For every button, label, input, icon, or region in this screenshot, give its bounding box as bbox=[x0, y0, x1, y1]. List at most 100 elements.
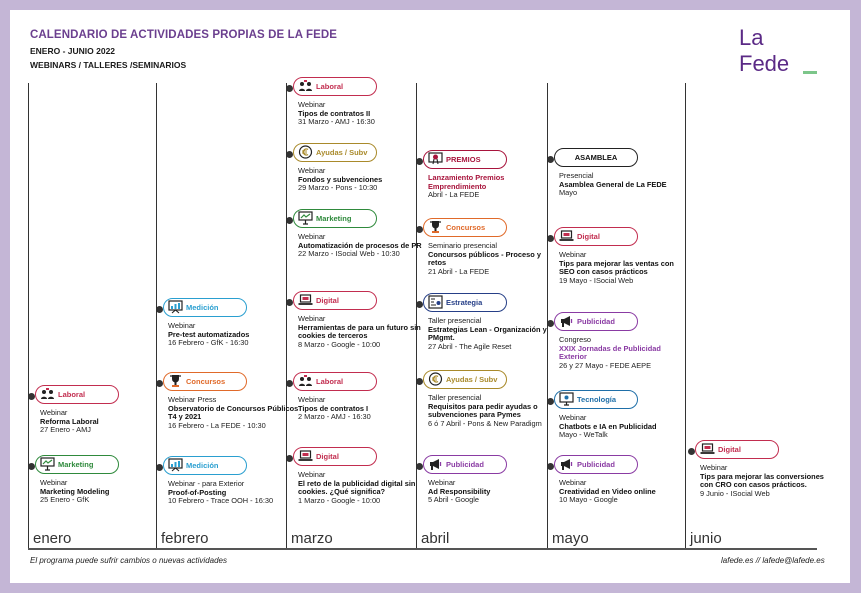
category-tag-publicidad: Publicidad bbox=[554, 312, 638, 331]
event-date-provider: 10 Mayo - Google bbox=[559, 495, 618, 505]
event-format: Webinar bbox=[559, 413, 587, 422]
chart-icon bbox=[168, 458, 183, 472]
people-icon bbox=[299, 375, 312, 386]
month-label-mayo: mayo bbox=[552, 530, 589, 547]
timeline-line-abril bbox=[416, 83, 417, 548]
contact-info[interactable]: lafede.es // lafede@lafede.es bbox=[721, 556, 825, 565]
category-label: Medición bbox=[186, 461, 219, 470]
laptop-icon bbox=[298, 450, 313, 461]
event-title: Chatbots e IA en Publicidad bbox=[559, 421, 657, 431]
category-label: Medición bbox=[186, 303, 219, 312]
category-tag-tecnologia: Tecnología bbox=[554, 390, 638, 409]
event-date-provider: 26 y 27 Mayo - FEDE AEPE bbox=[559, 360, 652, 370]
event-date-provider: 5 Abril - Google bbox=[428, 495, 479, 505]
event-date-provider: Abril - La FEDE bbox=[428, 190, 480, 200]
event-date-provider: 16 Febrero - La FEDE - 10:30 bbox=[168, 420, 266, 430]
category-tag-asamblea: ASAMBLEA bbox=[554, 148, 638, 167]
event-title: Fondos y subvenciones bbox=[298, 174, 383, 184]
activity-types: WEBINARS / TALLERES /SEMINARIOS bbox=[30, 60, 187, 70]
category-tag-premios: PREMIOS bbox=[423, 150, 507, 169]
event-date-provider: 8 Marzo - Google - 10:00 bbox=[298, 339, 381, 349]
category-tag-ayudas-subv: Ayudas / Subv bbox=[423, 370, 507, 389]
presentation-icon bbox=[298, 211, 313, 225]
event-title: El reto de la publicidad digital sin coo… bbox=[298, 478, 416, 497]
event-title: Automatización de procesos de PR bbox=[298, 240, 422, 250]
category-label: Digital bbox=[577, 232, 600, 241]
event-date-provider: 21 Abril - La FEDE bbox=[428, 266, 490, 276]
category-tag-laboral: Laboral bbox=[293, 77, 377, 96]
timeline-dot bbox=[416, 301, 423, 308]
megaphone-icon bbox=[430, 459, 442, 470]
event-title: Marketing Modeling bbox=[40, 486, 110, 496]
presentation-icon bbox=[40, 457, 55, 471]
category-label: Tecnología bbox=[577, 395, 617, 404]
category-label: Laboral bbox=[58, 390, 86, 399]
timeline-line-febrero bbox=[156, 83, 157, 548]
people-icon bbox=[299, 80, 312, 91]
event-title: Concursos públicos - Proceso y retos bbox=[428, 249, 541, 268]
category-tag-digital: Digital bbox=[554, 227, 638, 246]
event-format: Taller presencial bbox=[428, 393, 482, 402]
trophy-icon bbox=[170, 375, 181, 387]
event-date-provider: 2 Marzo - AMJ - 16:30 bbox=[298, 412, 371, 422]
event-format: Webinar bbox=[298, 100, 326, 109]
category-tag-medicion: Medición bbox=[163, 298, 247, 317]
event-date-provider: 22 Marzo - ISocial Web - 10:30 bbox=[298, 249, 400, 259]
timeline-dot bbox=[416, 463, 423, 470]
category-tag-marketing: Marketing bbox=[35, 455, 119, 474]
disclaimer-note: El programa puede sufrir cambios o nueva… bbox=[30, 556, 227, 565]
category-tag-digital: Digital bbox=[695, 440, 779, 459]
megaphone-icon bbox=[561, 316, 573, 327]
megaphone-icon bbox=[561, 459, 573, 470]
category-label: Publicidad bbox=[577, 460, 615, 469]
timeline-dot bbox=[416, 226, 423, 233]
timeline-dot bbox=[547, 463, 554, 470]
event-format: Seminario presencial bbox=[428, 241, 498, 250]
category-tag-digital: Digital bbox=[293, 447, 377, 466]
event-title: Lanzamiento Premios Emprendimiento bbox=[428, 173, 505, 191]
event-date-provider: 25 Enero - GfK bbox=[40, 495, 90, 505]
category-tag-medicion: Medición bbox=[163, 456, 247, 475]
event-title: Tipos de contratos I bbox=[298, 403, 369, 413]
event-date-provider: 31 Marzo - AMJ - 16:30 bbox=[298, 117, 375, 127]
category-tag-concursos: Concursos bbox=[163, 372, 247, 391]
month-label-enero: enero bbox=[33, 530, 72, 547]
category-label: Publicidad bbox=[577, 317, 615, 326]
event-title: Pre-test automatizados bbox=[168, 329, 250, 339]
event-title: Estrategias Lean - Organización y PMgmt. bbox=[428, 324, 547, 343]
category-label: ASAMBLEA bbox=[574, 153, 618, 162]
category-label: Ayudas / Subv bbox=[446, 375, 498, 384]
event-date-provider: Mayo - WeTalk bbox=[559, 430, 608, 440]
event-format: Webinar bbox=[298, 395, 326, 404]
event-format: Presencial bbox=[559, 171, 594, 180]
strategy-icon bbox=[428, 295, 443, 309]
timeline-dot bbox=[286, 455, 293, 462]
event-title: Observatorio de Concursos Públicos T4 y … bbox=[168, 403, 299, 422]
timeline-dot bbox=[286, 380, 293, 387]
event-date-provider: Mayo bbox=[559, 188, 578, 198]
timeline-dot bbox=[28, 463, 35, 470]
timeline-dot bbox=[547, 398, 554, 405]
timeline-dot bbox=[547, 235, 554, 242]
timeline-dot bbox=[156, 464, 163, 471]
tech-icon bbox=[559, 392, 574, 406]
timeline-dot bbox=[286, 299, 293, 306]
category-label: Laboral bbox=[316, 377, 344, 386]
category-tag-digital: Digital bbox=[293, 291, 377, 310]
logo-accent-bar bbox=[803, 71, 817, 74]
timeline-line-mayo bbox=[547, 83, 548, 548]
event-title: Herramientas de para un futuro sin cooki… bbox=[298, 322, 421, 341]
event-title: Asamblea General de La FEDE bbox=[559, 179, 667, 189]
timeline-line-enero bbox=[28, 83, 29, 548]
event-format: Webinar bbox=[559, 478, 587, 487]
